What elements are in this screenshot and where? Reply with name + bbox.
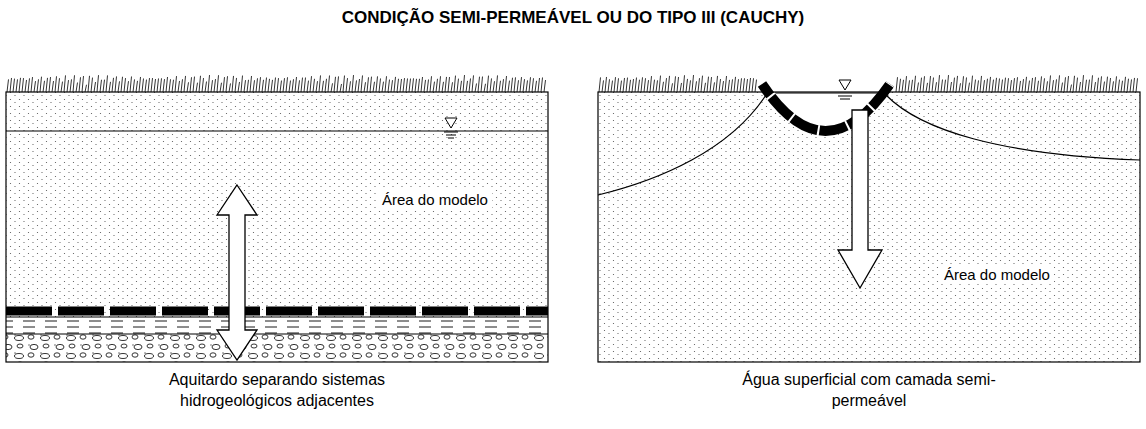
panel-caption: Água superficial com camada semi-permeáv… [734, 370, 1004, 412]
grass-blades [7, 75, 546, 92]
model-panel: Área do modeloAquitardo separando sistem… [6, 92, 548, 362]
panel-caption: Aquitardo separando sistemas hidrogeológ… [142, 370, 412, 412]
semi-permeable-layer [6, 307, 548, 316]
water-table [886, 95, 1140, 160]
flow-arrow [838, 110, 882, 288]
aquitard-layer [6, 317, 548, 334]
caption-box: Aquitardo separando sistemas hidrogeológ… [6, 370, 548, 412]
water-level-symbol [444, 118, 458, 138]
water-table [598, 95, 766, 195]
gravel-layer [6, 334, 548, 362]
caption-box: Água superficial com camada semi-permeáv… [598, 370, 1140, 412]
surface-water [762, 84, 890, 131]
grass [599, 75, 1138, 92]
grass-blades [599, 75, 1138, 92]
flow-arrow [217, 185, 257, 360]
semi-permeable-layer [762, 84, 890, 131]
model-panel: Área do modeloÁgua superficial com camad… [598, 92, 1140, 362]
sand-layer [6, 92, 548, 362]
water-level-symbol [838, 80, 852, 99]
area-label: Área do modelo [378, 190, 492, 209]
water-table [6, 130, 548, 131]
title: CONDIÇÃO SEMI-PERMEÁVEL OU DO TIPO III (… [0, 8, 1146, 28]
sand-layer [598, 92, 1140, 362]
grass [7, 75, 546, 92]
area-label: Área do modelo [940, 265, 1054, 284]
